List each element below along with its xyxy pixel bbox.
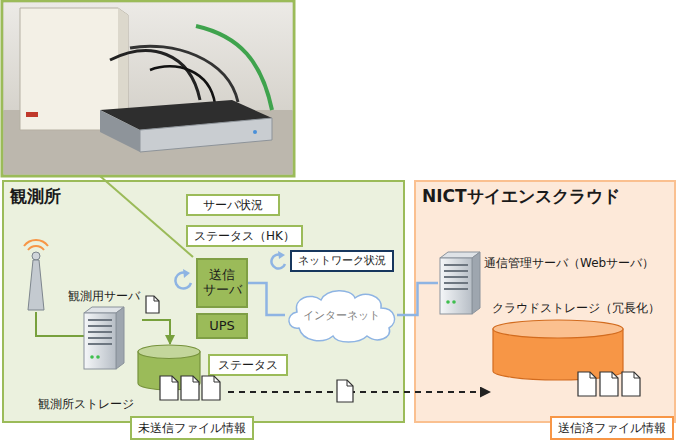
server-slot	[444, 270, 468, 272]
cloud-outline	[289, 291, 395, 342]
transmit-server-box: 送信サーバ	[196, 258, 248, 308]
observation-server: 観測用サーバ	[66, 288, 142, 372]
server-slot	[444, 276, 468, 278]
storage-label: 観測所ストレージ	[38, 397, 134, 411]
server-front	[440, 258, 472, 314]
server-led	[452, 300, 456, 304]
cylinder-top	[493, 320, 623, 338]
status-tag: サーバ状況	[186, 194, 280, 216]
document-icon	[578, 372, 596, 396]
region-title: 観測所	[10, 185, 61, 208]
storage2-shape	[490, 300, 652, 400]
document-icon	[622, 372, 640, 396]
photo-frame	[2, 1, 294, 176]
cylinder-top	[138, 345, 200, 359]
server-slot	[88, 325, 112, 327]
document-fold	[214, 376, 220, 382]
tag-label: ステータス	[218, 358, 278, 372]
server-side	[472, 252, 480, 314]
document-sheet	[160, 376, 178, 400]
cloud-label: インターネット	[303, 308, 380, 323]
document-sheet	[600, 372, 618, 396]
server-slot	[88, 319, 112, 321]
server-icon	[84, 307, 124, 369]
document-sheet	[337, 380, 353, 402]
storage-label: クラウドストレージ（冗長化）	[492, 301, 660, 315]
status-tag: ステータス	[208, 354, 288, 376]
server-slot	[444, 288, 468, 290]
tag-label: 未送信ファイル情報	[138, 421, 246, 435]
cable	[130, 46, 238, 102]
document-icon	[181, 376, 199, 400]
document-icon	[160, 376, 178, 400]
server-led	[96, 355, 100, 359]
mini-pc-front	[140, 118, 272, 152]
document-sheet	[622, 372, 640, 396]
cloud-region: NICTサイエンスクラウド通信管理サーバ（Webサーバ） クラウドストレージ（冗長…	[414, 180, 676, 423]
network-status-tag: ネットワーク状況	[290, 250, 394, 272]
storage-cylinder	[493, 320, 623, 380]
document-fold	[193, 376, 199, 382]
server-label: 通信管理サーバ（Webサーバ）	[484, 256, 654, 270]
document-fold	[634, 372, 640, 378]
box-label: UPS	[200, 319, 244, 334]
server-slot	[88, 343, 112, 345]
document-fold	[590, 372, 596, 378]
tag-label: 送信済ファイル情報	[558, 421, 666, 435]
tag-label: サーバ状況	[203, 198, 263, 212]
document-sheet	[146, 296, 159, 313]
region-title: NICTサイエンスクラウド	[422, 185, 620, 208]
server-side	[116, 307, 124, 369]
document-icon	[337, 380, 353, 402]
server-slot	[88, 331, 112, 333]
document-icon	[600, 372, 618, 396]
cable	[150, 66, 215, 104]
status-tag: ステータス（HK）	[186, 225, 303, 247]
network-cable	[196, 26, 272, 110]
server-led	[90, 355, 94, 359]
document-icon	[146, 296, 159, 313]
cable	[110, 51, 200, 100]
server-slot	[444, 282, 468, 284]
document-sheet	[578, 372, 596, 396]
server-label: 観測用サーバ	[66, 288, 142, 305]
server-slot	[444, 264, 468, 266]
box-label: 送信サーバ	[200, 268, 244, 298]
antenna-head	[32, 252, 40, 260]
server-led	[446, 300, 450, 304]
mini-pc-side	[100, 110, 140, 152]
server-front	[84, 313, 116, 369]
tag-label: ネットワーク状況	[298, 254, 386, 267]
document-fold	[172, 376, 178, 382]
document-sheet	[202, 376, 220, 400]
equipment-photo	[2, 1, 294, 176]
cloud-storage: クラウドストレージ（冗長化）	[490, 300, 666, 400]
document-icon	[202, 376, 220, 400]
site-storage: 観測所ストレージ	[38, 344, 228, 414]
document-sheet	[181, 376, 199, 400]
file-info-tag: 送信済ファイル情報	[550, 416, 674, 440]
tag-label: ステータス（HK）	[194, 229, 295, 243]
ups-box: UPS	[196, 313, 248, 339]
server-slot	[88, 337, 112, 339]
ups-logo	[26, 112, 38, 117]
power-led	[253, 130, 257, 134]
internet-cloud: インターネット	[285, 288, 397, 342]
file-info-tag: 未送信ファイル情報	[130, 416, 254, 440]
server-icon	[440, 252, 480, 314]
document-fold	[612, 372, 618, 378]
